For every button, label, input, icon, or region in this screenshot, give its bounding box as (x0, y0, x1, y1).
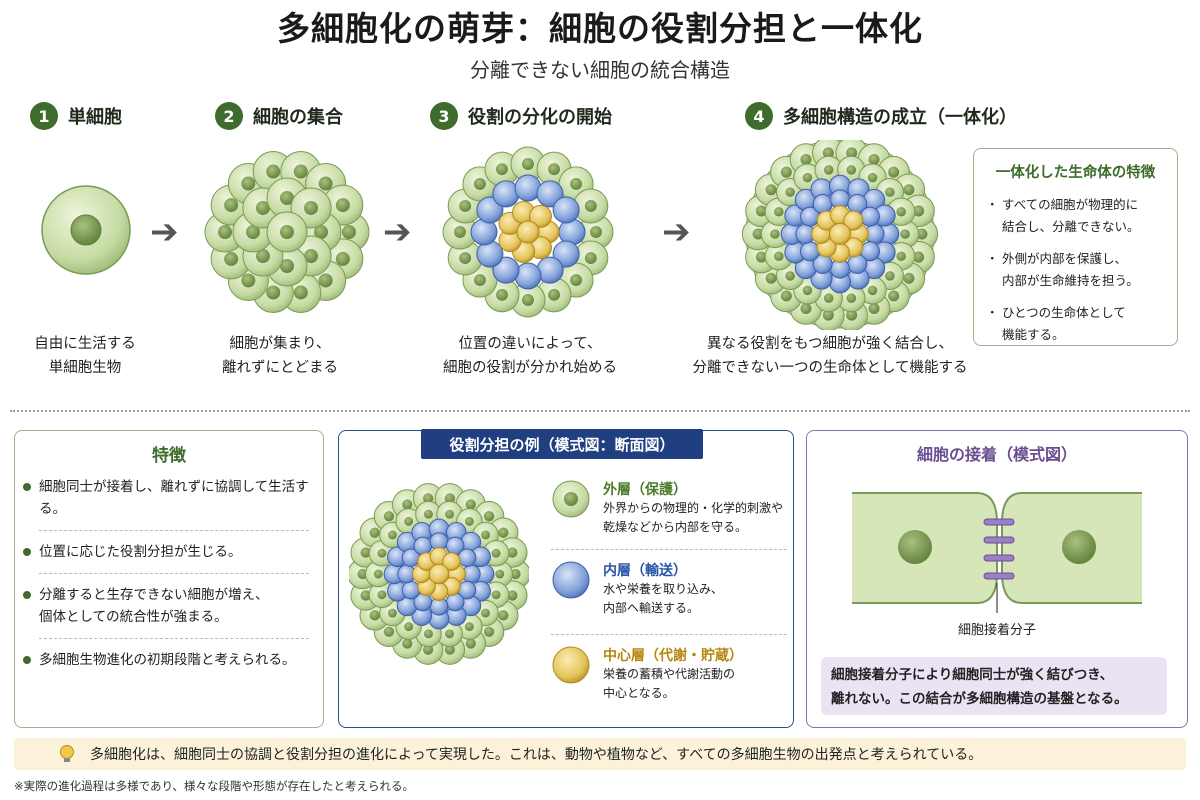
roles-legend: 外層（保護） 外界からの物理的・化学的刺激や乾燥などから内部を守る。 内層（輸送… (551, 479, 787, 719)
legend-center: 中心層（代謝・貯蔵） 栄養の蓄積や代謝活動の中心となる。 (551, 645, 787, 719)
page-subtitle: 分離できない細胞の統合構造 (470, 58, 730, 82)
page-title: 多細胞化の萌芽：細胞の役割分担と一体化 (277, 9, 923, 48)
stage-1-caption: 自由に生活する単細胞生物 (34, 336, 136, 376)
differentiating-cluster (442, 146, 614, 318)
stage-4-heading: 4 多細胞構造の成立（一体化） (745, 102, 1017, 130)
stage-1-heading: 1 単細胞 (30, 102, 122, 130)
feature-item: 細胞同士が接着し、離れずに協調して生活する。 (23, 466, 309, 531)
arrow-3-icon: ➔ (662, 212, 691, 252)
stage-4-caption: 異なる役割をもつ細胞が強く結合し、分離できない一つの生命体として機能する (692, 336, 968, 376)
footnote: ※実際の進化過程は多様であり、様々な段階や形態が存在したと考えられる。 (14, 779, 415, 793)
adhesion-diagram (852, 492, 1142, 613)
cross-section-diagram (349, 483, 529, 665)
arrow-2-icon: ➔ (383, 212, 412, 252)
stage-2-heading: 2 細胞の集合 (215, 102, 343, 130)
features-panel: 特徴 細胞同士が接着し、離れずに協調して生活する。 位置に応じた役割分担が生じる… (14, 430, 324, 728)
legend-outer: 外層（保護） 外界からの物理的・化学的刺激や乾燥などから内部を守る。 (551, 479, 787, 550)
summary-banner: 多細胞化は、細胞同士の協調と役割分担の進化によって実現した。これは、動物や植物な… (14, 738, 1186, 770)
left-nucleus (898, 530, 932, 564)
integrated-organism (741, 140, 939, 330)
center-cell-icon (552, 646, 590, 684)
stage-3-label: 役割の分化の開始 (468, 107, 612, 128)
stage-illustrations: ➔ ➔ ➔ (41, 140, 939, 330)
roles-panel-title: 役割分担の例（模式図：断面図） (421, 429, 703, 459)
inner-cell-icon (552, 561, 590, 599)
outer-cell-icon (552, 480, 590, 518)
arrow-1-icon: ➔ (150, 212, 179, 252)
stage-2-caption: 細胞が集まり、離れずにとどまる (222, 336, 338, 376)
feature-item: 分離すると生存できない細胞が増え、個体としての統合性が強まる。 (23, 574, 309, 639)
right-nucleus (1062, 530, 1096, 564)
stage-2-label: 細胞の集合 (253, 107, 343, 128)
features-panel-title: 特徴 (152, 446, 186, 466)
section-divider (10, 410, 1190, 412)
stage-3-caption: 位置の違いによって、細胞の役割が分かれ始める (443, 336, 617, 376)
integrated-feature-item: 外側が内部を保護し、内部が生命維持を担う。 (986, 248, 1167, 292)
stage-4-label: 多細胞構造の成立（一体化） (783, 107, 1017, 128)
adhesion-molecule-label: 細胞接着分子 (957, 623, 1036, 638)
feature-item: 多細胞生物進化の初期段階と考えられる。 (23, 639, 309, 681)
legend-inner: 内層（輸送） 水や栄養を取り込み、内部へ輸送する。 (551, 560, 787, 635)
single-cell (41, 185, 131, 275)
summary-text: 多細胞化は、細胞同士の協調と役割分担の進化によって実現した。これは、動物や植物な… (90, 747, 983, 763)
stage-2-number: 2 (215, 102, 243, 130)
stage-1-number: 1 (30, 102, 58, 130)
cell-cluster (204, 151, 370, 313)
stage-1-label: 単細胞 (68, 107, 122, 128)
stage-4-number: 4 (745, 102, 773, 130)
adhesion-panel: 細胞の接着（模式図） 細胞接着分子 細胞接着分子により細胞同士が強く結びつき、離… (806, 430, 1188, 728)
adhesion-panel-title: 細胞の接着（模式図） (916, 445, 1077, 464)
stage-3-heading: 3 役割の分化の開始 (430, 102, 612, 130)
roles-panel: 役割分担の例（模式図：断面図） 外層（保護） 外界からの物理的・化学的刺激や乾燥… (338, 429, 794, 728)
lightbulb-icon (60, 745, 74, 762)
adhesion-note: 細胞接着分子により細胞同士が強く結びつき、離れない。この結合が多細胞構造の基盤と… (821, 657, 1167, 715)
feature-item: 位置に応じた役割分担が生じる。 (23, 531, 309, 574)
stage-3-number: 3 (430, 102, 458, 130)
integrated-features-title: 一体化した生命体の特徴 (995, 165, 1156, 181)
adhesion-molecules (983, 518, 1015, 580)
